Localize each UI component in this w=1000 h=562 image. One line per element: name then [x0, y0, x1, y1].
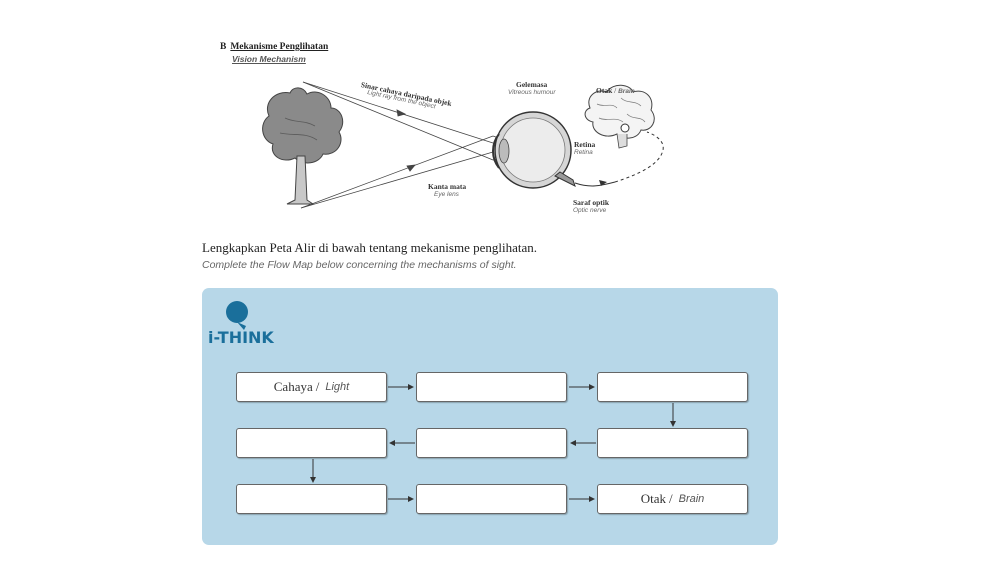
flow-box-9-ms: Otak — [640, 491, 666, 506]
label-nerve-en: Optic nerve — [573, 207, 607, 214]
flow-box-6-answer[interactable] — [236, 428, 387, 458]
flow-box-3-answer[interactable] — [597, 372, 748, 402]
label-brain-en: Brain — [618, 88, 635, 95]
flow-box-1: Cahaya/Light — [236, 372, 387, 402]
label-lens: Kanta mata — [428, 182, 467, 191]
section-title-text: Mekanisme Penglihatan — [230, 42, 329, 52]
brain-icon — [584, 84, 655, 149]
eye-diagram — [262, 81, 664, 209]
instruction-text-en: Complete the Flow Map below concerning t… — [202, 259, 517, 271]
optic-nerve-path — [574, 131, 664, 187]
label-nerve: Saraf optik — [573, 198, 610, 207]
flow-box-9-en: Brain — [678, 493, 705, 505]
eyeball-icon — [492, 111, 576, 189]
flow-box-8-answer[interactable] — [416, 484, 567, 514]
label-brain-ms: Otak — [596, 86, 613, 95]
flow-box-1-ms: Cahaya — [273, 379, 313, 394]
flow-box-5-answer[interactable] — [416, 428, 567, 458]
label-brain: Otak / Brain — [596, 86, 635, 95]
section-number: B — [220, 42, 227, 52]
flow-box-7-answer[interactable] — [236, 484, 387, 514]
section-subtitle: Vision Mechanism — [232, 54, 306, 64]
label-retina-en: Retina — [574, 149, 593, 156]
flow-box-9: Otak/Brain — [597, 484, 748, 514]
i-think-head-icon — [226, 301, 248, 330]
label-vitreous-en: Vitreous humour — [508, 89, 556, 96]
instruction-text: Lengkapkan Peta Alir di bawah tentang me… — [202, 240, 538, 255]
tree-icon — [262, 87, 344, 205]
flow-box-2-answer[interactable] — [416, 372, 567, 402]
label-vitreous: Gelemasa — [516, 80, 548, 89]
flow-box-4-answer[interactable] — [597, 428, 748, 458]
i-think-logo-text: i-THINK — [208, 328, 274, 347]
label-retina: Retina — [574, 140, 596, 149]
label-lens-en: Eye lens — [434, 191, 459, 198]
flow-box-1-en: Light — [325, 381, 350, 393]
